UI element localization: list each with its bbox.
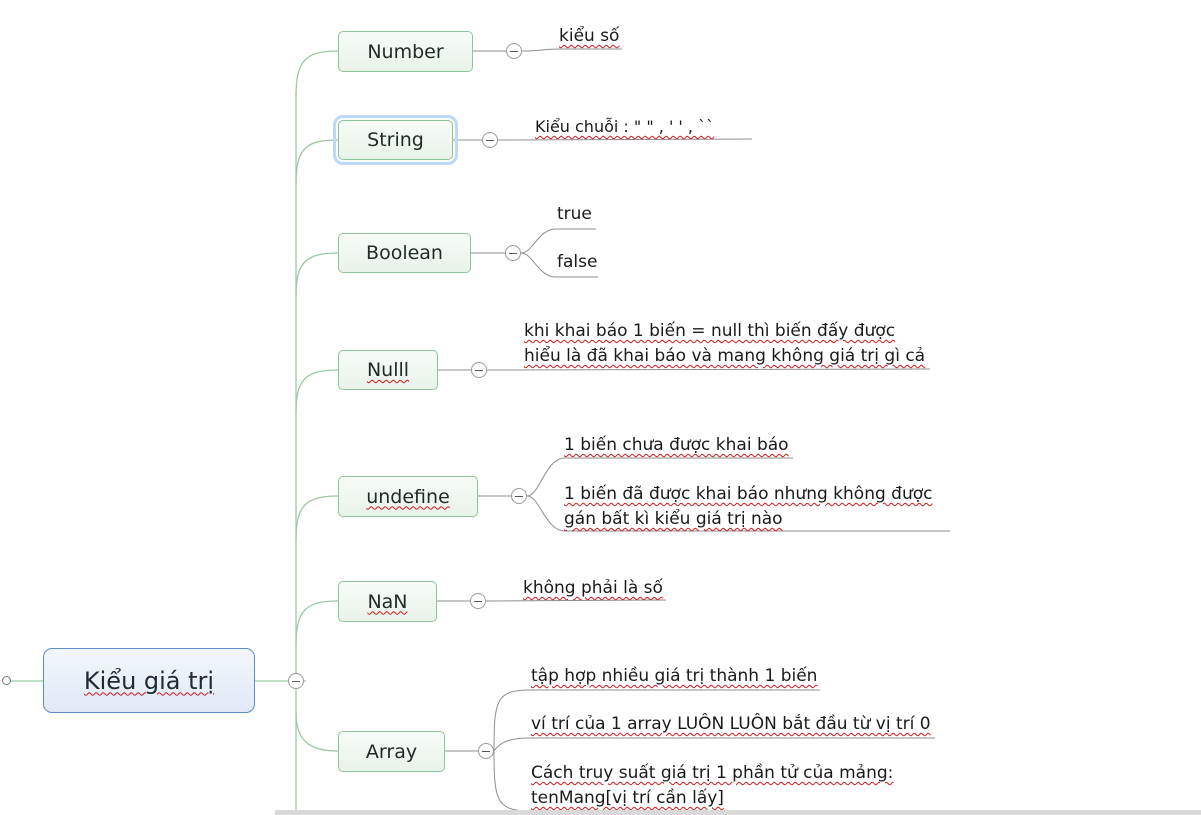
branch-label-string: String bbox=[367, 129, 424, 151]
detail-null-2[interactable]: hiểu là đã khai báo và mang không giá tr… bbox=[524, 346, 926, 366]
detail-undefine-2[interactable]: 1 biến đã được khai báo nhưng không được bbox=[564, 484, 933, 504]
detail-boolean-1[interactable]: true bbox=[557, 204, 592, 224]
branch-label-undefine: undefine bbox=[366, 485, 450, 508]
collapse-toggle-undefine[interactable] bbox=[511, 488, 527, 504]
branch-node-array[interactable]: Array bbox=[338, 731, 445, 772]
detail-array-1[interactable]: tập hợp nhiều giá trị thành 1 biến bbox=[531, 666, 818, 686]
branch-node-undefine[interactable]: undefine bbox=[338, 476, 478, 517]
collapse-toggle-number[interactable] bbox=[506, 43, 522, 59]
branch-label-array: Array bbox=[365, 740, 418, 763]
detail-array-3[interactable]: Cách truy suất giá trị 1 phần tử của mản… bbox=[531, 763, 894, 783]
horizontal-scrollbar[interactable] bbox=[275, 810, 1201, 815]
collapse-toggle-nan[interactable] bbox=[470, 593, 486, 609]
branch-label-nan: NaN bbox=[367, 590, 408, 613]
branch-node-string[interactable]: String bbox=[333, 115, 458, 165]
branch-node-null[interactable]: Nulll bbox=[338, 350, 438, 390]
detail-nan-1[interactable]: không phải là số bbox=[523, 578, 663, 598]
branch-node-nan[interactable]: NaN bbox=[338, 581, 437, 622]
collapse-toggle-array[interactable] bbox=[478, 743, 494, 759]
detail-string-1[interactable]: Kiểu chuỗi : " " , ' ' , `` bbox=[535, 117, 715, 136]
branch-label-number: Number bbox=[367, 40, 444, 63]
detail-null-1[interactable]: khi khai báo 1 biến = null thì biến đấy … bbox=[524, 321, 896, 341]
root-node-label: Kiểu giá trị bbox=[83, 666, 215, 695]
root-collapse-handle[interactable] bbox=[2, 676, 11, 685]
detail-number-1[interactable]: kiểu số bbox=[559, 26, 620, 46]
root-collapse-toggle[interactable] bbox=[288, 673, 304, 689]
branch-label-boolean: Boolean bbox=[366, 242, 443, 264]
detail-undefine-3[interactable]: gán bất kì kiểu giá trị nào bbox=[564, 509, 783, 529]
collapse-toggle-null[interactable] bbox=[471, 362, 487, 378]
detail-boolean-2[interactable]: false bbox=[557, 252, 598, 272]
detail-undefine-1[interactable]: 1 biến chưa được khai báo bbox=[564, 435, 789, 455]
branch-label-null: Nulll bbox=[366, 359, 410, 381]
detail-array-2[interactable]: ví trí của 1 array LUÔN LUÔN bắt đầu từ … bbox=[531, 714, 931, 734]
branch-node-number[interactable]: Number bbox=[338, 31, 473, 72]
root-node[interactable]: Kiểu giá trị bbox=[43, 648, 255, 713]
detail-array-4[interactable]: tenMang[vị trí cần lấy] bbox=[531, 788, 724, 808]
collapse-toggle-string[interactable] bbox=[482, 132, 498, 148]
collapse-toggle-boolean[interactable] bbox=[505, 245, 521, 261]
branch-node-boolean[interactable]: Boolean bbox=[338, 233, 471, 273]
